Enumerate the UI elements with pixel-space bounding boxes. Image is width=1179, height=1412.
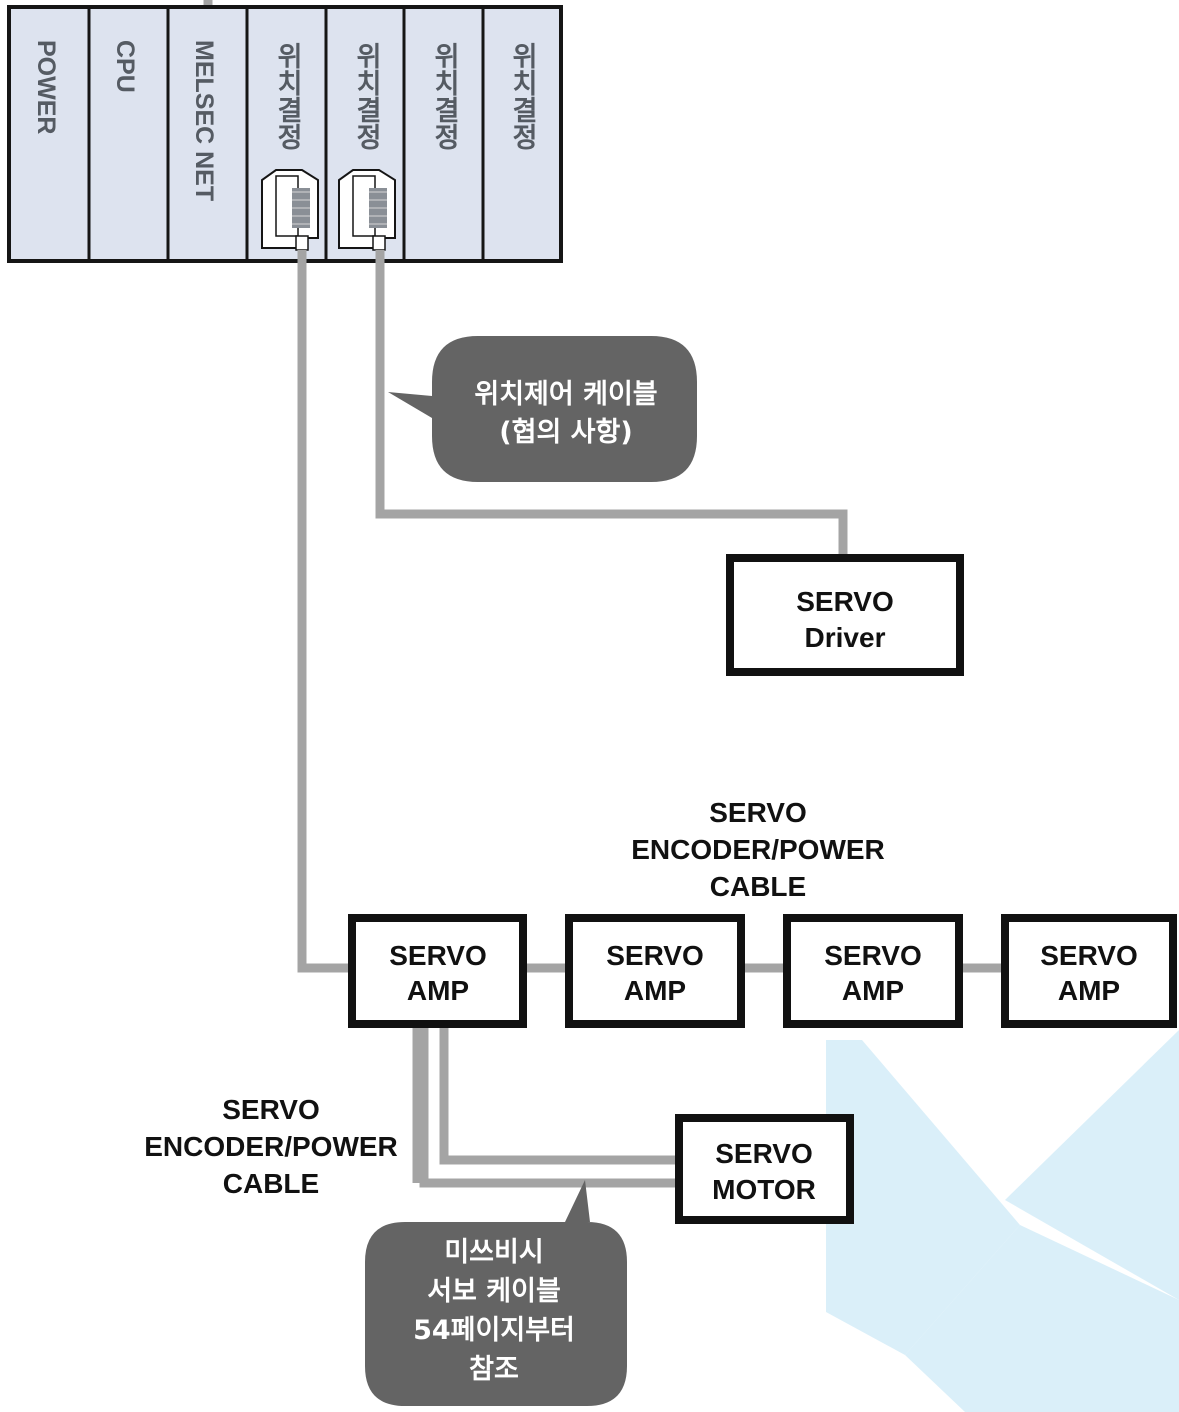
cable-positioning-to-amp: [297, 250, 352, 973]
servo-driver-box: SERVO Driver: [726, 554, 964, 676]
plc-rack: POWER CPU MELSEC NET 위치결정 위치결정 위치결정 위치결정: [7, 5, 563, 263]
cable-label-left: SERVO ENCODER/POWER CABLE: [144, 1094, 398, 1199]
watermark-shape-right: [1005, 1030, 1179, 1300]
module-label-positioning-2: 위치결정: [351, 42, 382, 150]
watermark-shape-bottom: [905, 1225, 1179, 1412]
module-label-positioning-4: 위치결정: [507, 42, 538, 150]
servo-amp-line1: SERVO: [606, 940, 704, 971]
callout-mitsubishi-cable: 미쓰비시 서보 케이블 54페이지부터 참조: [365, 1180, 627, 1406]
cable-positioning-to-driver: [375, 250, 848, 556]
servo-motor-frame: [675, 1114, 854, 1224]
callout-position-cable: 위치제어 케이블 (협의 사항): [388, 336, 697, 482]
servo-amp-frame: [783, 914, 963, 1028]
servo-driver-frame: [726, 554, 964, 676]
servo-motor-line2: MOTOR: [712, 1174, 816, 1205]
servo-amp-line1: SERVO: [824, 940, 922, 971]
servo-amp-box: SERVO AMP: [783, 914, 963, 1028]
servo-driver-line2: Driver: [805, 622, 886, 653]
callout-mitsubishi-line2: 서보 케이블: [427, 1276, 561, 1307]
module-label-power: POWER: [32, 40, 60, 134]
watermark-shape-left: [826, 1040, 1020, 1355]
cable-amp-to-motor-inner: [439, 1024, 679, 1165]
servo-amp-box: SERVO AMP: [565, 914, 745, 1028]
connector-icon: [261, 169, 319, 251]
cable-label-left-line2: ENCODER/POWER: [144, 1131, 398, 1162]
callout-mitsubishi-line1: 미쓰비시: [444, 1237, 543, 1268]
background-watermark: [826, 1030, 1179, 1412]
cable-amp-to-motor-outer-1: [419, 1024, 679, 1188]
servo-amp-line2: AMP: [842, 975, 904, 1006]
servo-motor-box: SERVO MOTOR: [675, 1114, 854, 1224]
module-label-melsec-net: MELSEC NET: [190, 40, 218, 201]
servo-amp-line1: SERVO: [1040, 940, 1138, 971]
module-label-positioning-1: 위치결정: [272, 42, 303, 150]
cable-label-left-line1: SERVO: [222, 1094, 320, 1125]
servo-amp-box: SERVO AMP: [348, 914, 527, 1028]
cable-label-top-line2: ENCODER/POWER: [631, 834, 885, 865]
callout-mitsubishi-line4: 참조: [469, 1354, 519, 1385]
servo-amp-frame: [565, 914, 745, 1028]
servo-amp-box: SERVO AMP: [1001, 914, 1177, 1028]
module-label-positioning-3: 위치결정: [429, 42, 460, 150]
callout-bubble: [365, 1180, 627, 1406]
servo-amp-frame: [1001, 914, 1177, 1028]
cable-label-left-line3: CABLE: [223, 1168, 319, 1199]
servo-amp-line2: AMP: [1058, 975, 1120, 1006]
servo-amp-line1: SERVO: [389, 940, 487, 971]
cable-label-top: SERVO ENCODER/POWER CABLE: [631, 797, 885, 902]
servo-amp-line2: AMP: [624, 975, 686, 1006]
connector-icon: [338, 169, 396, 251]
callout-bubble: [388, 336, 697, 482]
servo-amp-line2: AMP: [407, 975, 469, 1006]
servo-driver-line1: SERVO: [796, 586, 894, 617]
cables: [297, 250, 1005, 1188]
servo-amp-frame: [348, 914, 527, 1028]
module-label-cpu: CPU: [111, 40, 139, 93]
cable-label-top-line3: CABLE: [710, 871, 806, 902]
callout-position-cable-line1: 위치제어 케이블: [474, 379, 657, 410]
cable-label-top-line1: SERVO: [709, 797, 807, 828]
callout-mitsubishi-line3: 54페이지부터: [413, 1315, 575, 1346]
servo-motor-line1: SERVO: [715, 1138, 813, 1169]
callout-position-cable-line2: (협의 사항): [499, 417, 632, 448]
